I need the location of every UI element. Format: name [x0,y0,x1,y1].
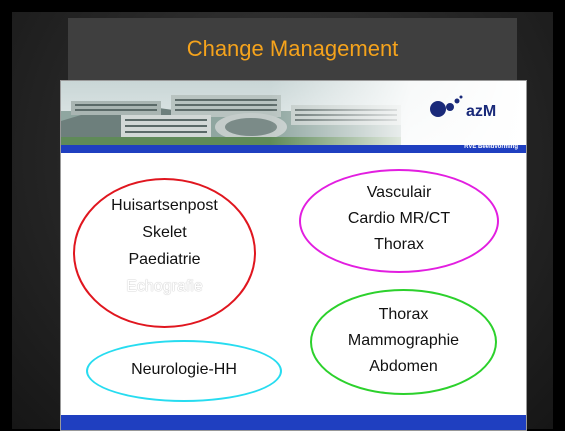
oval-item: Neurologie-HH [131,361,237,378]
oval-item: Vasculair [366,184,432,201]
magenta-oval: Vasculair Cardio MR/CT Thorax [299,169,499,273]
oval-item: Skelet [142,224,187,241]
header-band: RVE Beeldvorming [61,144,526,153]
logo-text: azM [466,103,497,120]
oval-item: Cardio MR/CT [347,210,451,227]
red-oval: Huisartsenpost Skelet Paediatrie Echogra… [73,178,256,328]
title-panel: Change Management [68,18,517,80]
oval-item: Huisartsenpost [111,197,218,214]
azm-logo: azM [428,91,518,131]
slide-image: azM RVE Beeldvorming Huisartsenpost Skel… [60,80,527,431]
logo-dots-icon [430,95,463,117]
cyan-oval: Neurologie-HH [86,340,282,402]
oval-item: Mammographie [347,332,460,349]
band-text: RVE Beeldvorming [464,144,518,150]
hospital-photo [61,81,526,145]
slide-title: Change Management [186,36,399,61]
oval-item-faded: Echografie [126,278,203,295]
oval-item: Thorax [378,306,429,323]
bottom-band [61,415,526,430]
green-oval: Thorax Mammographie Abdomen [310,289,497,395]
oval-item: Paediatrie [128,251,201,268]
oval-item: Abdomen [369,358,438,375]
oval-item: Thorax [374,236,424,253]
